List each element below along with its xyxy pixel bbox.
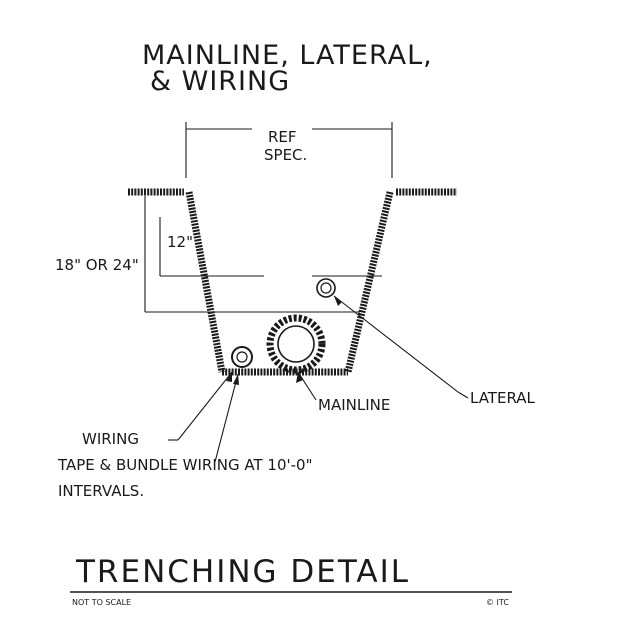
mainline-pipe (266, 314, 326, 374)
wiring-label: WIRING (82, 430, 139, 448)
note-line-2: INTERVALS. (58, 482, 144, 500)
trench-walls (185, 191, 394, 376)
depth-dimension (144, 196, 382, 313)
leader-lines (168, 295, 469, 463)
copyright-note: © ITC (486, 598, 509, 607)
depth-12-label: 12" (167, 233, 193, 251)
wiring-bundle (231, 346, 253, 368)
title-line-1: MAINLINE, LATERAL, (142, 40, 433, 71)
title-line-2: & WIRING (150, 66, 290, 97)
ref-spec-dimension (185, 122, 393, 178)
mainline-label: MAINLINE (318, 396, 390, 414)
scale-note: NOT TO SCALE (72, 598, 131, 607)
depth-18-24-label: 18" OR 24" (55, 256, 139, 274)
leader-arrows (226, 296, 342, 385)
ref-label: REF (268, 128, 297, 146)
spec-label-text: SPEC. (264, 146, 307, 164)
detail-title: TRENCHING DETAIL (75, 554, 410, 590)
lateral-pipe (316, 278, 336, 298)
note-line-1: TAPE & BUNDLE WIRING AT 10'-0" (57, 456, 312, 474)
lateral-label: LATERAL (470, 389, 536, 407)
